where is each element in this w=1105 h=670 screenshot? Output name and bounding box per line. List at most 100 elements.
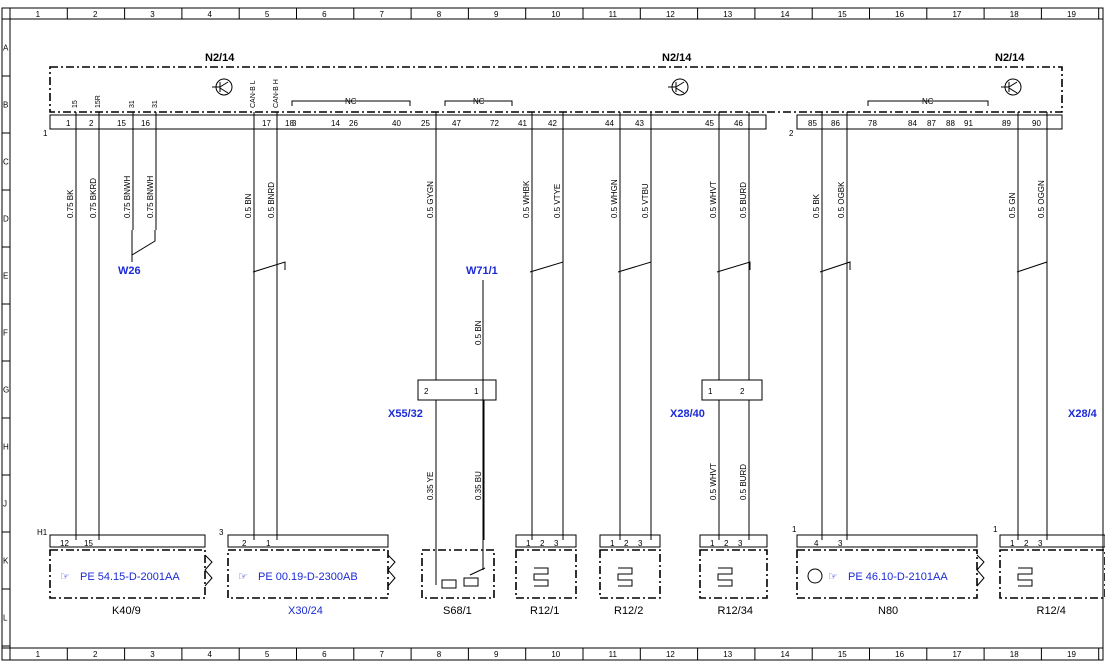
- component-pin: 4: [814, 539, 819, 548]
- grid-column-label: 16: [895, 10, 904, 19]
- grid-column-label: 15: [838, 650, 847, 659]
- grid-column-label: 1: [36, 650, 41, 659]
- plug-pin-number: 1: [66, 119, 71, 128]
- component-tag: 1: [792, 525, 797, 534]
- grid-column-label: 12: [666, 650, 675, 659]
- component-pin: 3: [838, 539, 843, 548]
- connector-pin: 2: [740, 387, 745, 396]
- grid-column-label: 13: [723, 650, 732, 659]
- component-pin: 1: [710, 539, 715, 548]
- component-pin: 3: [638, 539, 643, 548]
- component-pin: 1: [526, 539, 531, 548]
- plug-pin-number: 26: [349, 119, 358, 128]
- grid-row-label: G: [3, 386, 9, 395]
- transistor-symbol-icon: [212, 78, 233, 96]
- grid-column-label: 10: [551, 650, 560, 659]
- grid-column-label: 4: [208, 10, 213, 19]
- grid-row-label: B: [3, 101, 8, 110]
- component-pin: 3: [554, 539, 559, 548]
- connector-x28-4: X28/4: [1068, 408, 1098, 420]
- grid-row-label: D: [3, 215, 9, 224]
- wire-label: 0.5 WHVT: [709, 463, 718, 500]
- vertical-pin-label: 15R: [95, 95, 102, 108]
- grid-column-label: 10: [551, 10, 560, 19]
- connector-pin: 1: [708, 387, 713, 396]
- grid-column-label: 2: [93, 650, 98, 659]
- vertical-pin-label: 31: [129, 100, 136, 108]
- component-pin: 2: [540, 539, 545, 548]
- transistor-symbol-icon: [1001, 78, 1022, 96]
- ref-icon: ☞: [60, 571, 70, 583]
- switch-icon: [441, 579, 457, 589]
- grid-row-label: C: [3, 158, 9, 167]
- plug-pin-number: 88: [946, 119, 955, 128]
- grid-column-label: 18: [1010, 650, 1019, 659]
- grid-row-label: K: [3, 557, 9, 566]
- grid-column-label: 14: [781, 650, 790, 659]
- plug-pin-number: 72: [490, 119, 499, 128]
- wire-label: 0.35 YE: [426, 472, 435, 500]
- nc-bracket: NC: [291, 97, 411, 106]
- plug-number-2: 2: [789, 129, 794, 138]
- component-label: R12/4: [1037, 605, 1066, 617]
- ref-icon: ☞: [238, 571, 248, 583]
- wire-label: 0.5 GN: [1008, 192, 1017, 218]
- twisted-pair-marks: [252, 261, 1048, 273]
- grid-column-label: 19: [1067, 10, 1076, 19]
- resistor-icon: [717, 567, 733, 587]
- module-title-right: N2/14: [995, 52, 1025, 64]
- component-label: X30/24: [288, 605, 323, 617]
- grid-column-label: 3: [150, 10, 155, 19]
- connector-pin: 1: [474, 387, 479, 396]
- plug-pin-number: 42: [548, 119, 557, 128]
- resistor-icon: [533, 567, 549, 587]
- reference-link[interactable]: PE 00.19-D-2300AB: [258, 571, 358, 583]
- transistor-symbol-icon: [668, 78, 689, 96]
- component-pin: 1: [1010, 539, 1015, 548]
- component-pin: 2: [624, 539, 629, 548]
- plug-pin-number: 84: [908, 119, 917, 128]
- reference-link[interactable]: PE 46.10-D-2101AA: [848, 571, 948, 583]
- plug-pin-number: 46: [734, 119, 743, 128]
- wire-label: 0.5 GYGN: [426, 181, 435, 218]
- component-pin: 3: [1038, 539, 1043, 548]
- grid-column-label: 16: [895, 650, 904, 659]
- plug-pin-number: 41: [518, 119, 527, 128]
- grid-column-label: 9: [494, 10, 499, 19]
- grid-column-label: 18: [1010, 10, 1019, 19]
- plug-pin-number: 15: [117, 119, 126, 128]
- wire-label: 0.35 BU: [474, 471, 483, 500]
- plug-pin-number: 91: [964, 119, 973, 128]
- wire-group: [75, 112, 1048, 540]
- plug-pin-number: 18: [285, 119, 294, 128]
- diagram-frame: [1, 7, 1104, 661]
- plug-pin-number: 89: [1002, 119, 1011, 128]
- reference-link[interactable]: PE 54.15-D-2001AA: [80, 571, 180, 583]
- resistor-icon: [617, 567, 633, 587]
- grid-column-label: 3: [150, 650, 155, 659]
- component-k40-9: H1 12 15 ☞ PE 54.15-D-2001AA K40/9: [37, 528, 213, 617]
- module-title-center: N2/14: [662, 52, 692, 64]
- wire-label: 0.5 BK: [812, 193, 821, 218]
- nc-label: NC: [473, 97, 485, 106]
- plug-pin-number: 87: [927, 119, 936, 128]
- grid-row-label: A: [3, 44, 9, 53]
- grid-column-label: 6: [322, 650, 327, 659]
- grid-row-label: L: [3, 614, 8, 623]
- w26-junction: [131, 230, 156, 256]
- grid-row-label: E: [3, 272, 8, 281]
- grid-column-label: 7: [379, 650, 384, 659]
- grid-column-label: 2: [93, 10, 98, 19]
- component-label: K40/9: [112, 605, 141, 617]
- wire-label: 0.5 BNRD: [267, 182, 276, 218]
- grid-column-label: 8: [437, 650, 442, 659]
- grid-column-label: 8: [437, 10, 442, 19]
- wire-label: 0.5 VTYE: [553, 184, 562, 218]
- plug-pin-number: 40: [392, 119, 401, 128]
- connector-x55-32-body: [417, 379, 497, 401]
